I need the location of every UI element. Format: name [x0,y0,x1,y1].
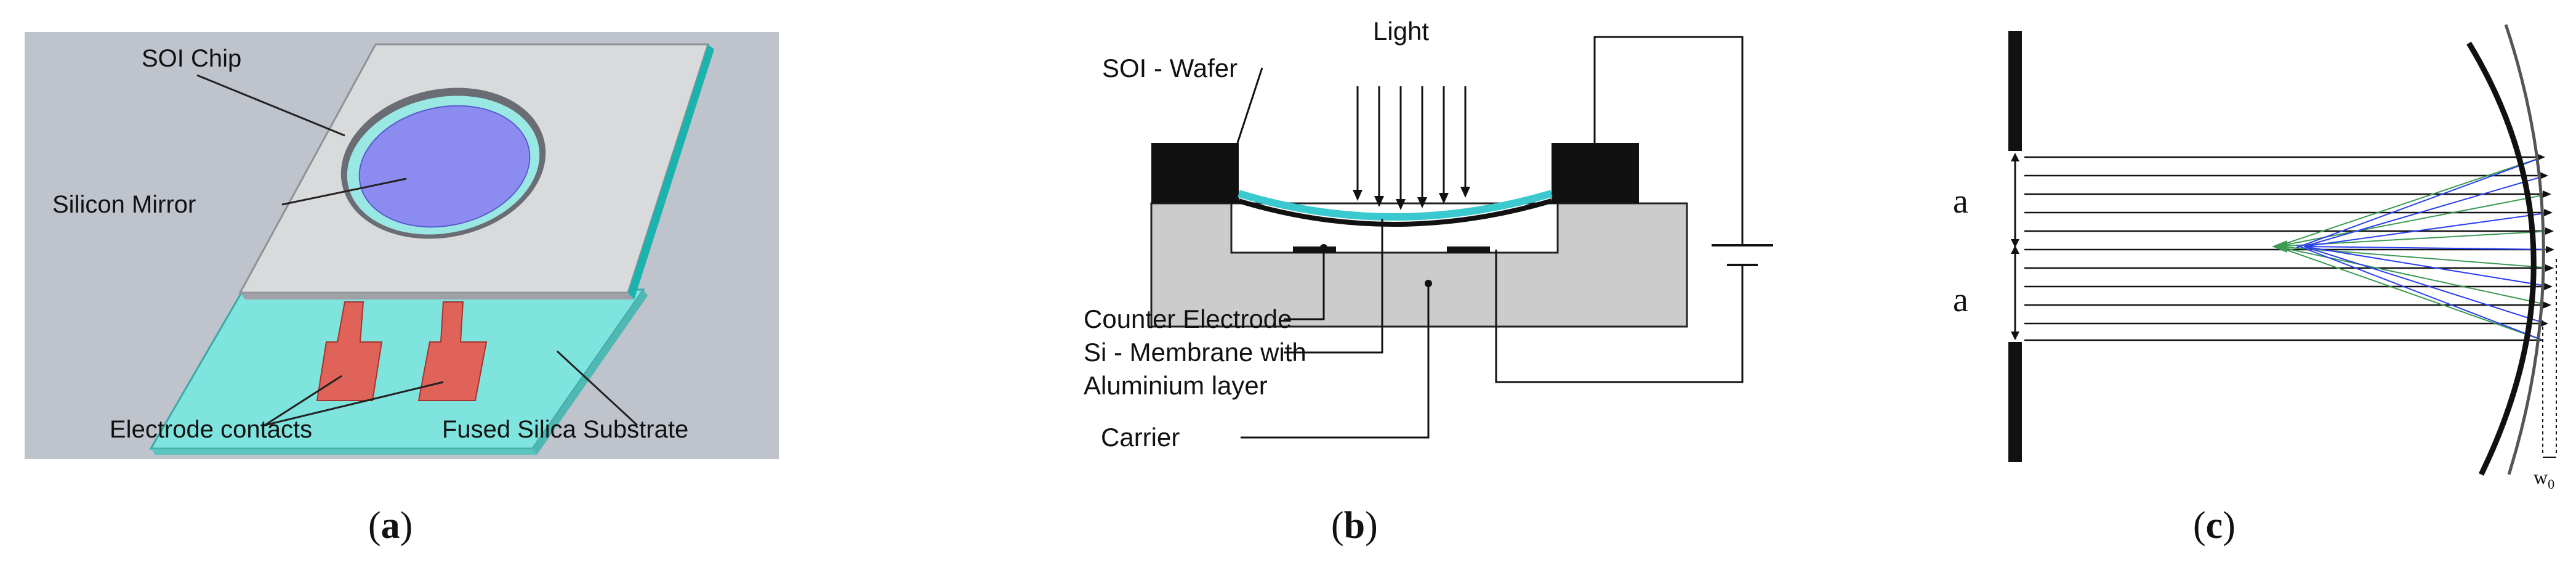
label-a-lower: a [1953,281,1968,319]
label-soi-wafer: SOI - Wafer [1102,54,1238,83]
counter-electrode-dot [1320,244,1327,251]
label-membrane-line1: Si - Membrane with [1084,338,1306,367]
circuit-wire-top [1593,36,1744,245]
panel-b: Light SOI - Wafer Counter Electrode Si -… [960,0,1847,570]
substrate-front-edge [151,449,537,455]
panel-a: SOI Chip Silicon Mirror Electrode contac… [0,0,794,570]
electrode-left [316,301,383,401]
reference-mirror [2504,24,2545,475]
leader-carrier [1241,283,1430,439]
soi-wafer-left [1151,143,1239,203]
chip-front-edge [240,293,634,299]
counter-electrode-right [1447,246,1490,253]
caption-c: (c) [2193,505,2236,547]
label-fused-silica: Fused Silica Substrate [442,416,688,443]
label-counter-electrode: Counter Electrode [1084,304,1292,333]
counter-electrode-left [1293,246,1336,253]
caption-b: (b) [1331,505,1378,547]
dimension-arrow-1 [2011,153,2019,161]
light-rays [1356,86,1467,206]
leader-counter-electrode [1284,248,1325,320]
label-membrane-line2: Aluminium layer [1084,371,1268,400]
panel-c: a a w0 (c) [1927,0,2576,570]
dimension-arrow-4 [2011,332,2019,340]
circuit-wire-bottom [1495,250,1744,383]
aperture-stop-top [2008,31,2022,151]
leader-contact-2 [264,381,444,426]
leader-chip [196,74,345,137]
deformed-mirror [2466,41,2537,476]
soi-chip-illustration: SOI Chip Silicon Mirror Electrode contac… [25,32,779,459]
leader-substrate [556,350,638,426]
leader-contact-1 [264,375,342,426]
substrate-edge [533,290,648,455]
membrane-aluminium [1238,190,1553,221]
membrane-cross-section: Light SOI - Wafer Counter Electrode Si -… [1084,17,1773,452]
dimension-arrow-2 [2011,239,2019,248]
dimension-arrow-3 [2011,245,2019,254]
caption-a: (a) [368,505,413,547]
carrier-dot [1425,280,1432,287]
label-silicon-mirror: Silicon Mirror [52,191,196,218]
label-light: Light [1373,17,1429,46]
electrode-right [417,301,488,401]
label-a-upper: a [1953,182,1968,221]
leader-wafer [1236,67,1263,144]
aperture-stop-bottom [2008,342,2022,462]
leader-membrane [1284,219,1383,354]
light-arrowheads [1353,187,1470,210]
incoming-rays [2024,156,2552,341]
mirror-ray-diagram: a a w0 [1953,24,2557,492]
reflected-rays-blue [2296,157,2553,341]
chip-right-edge [628,44,714,299]
membrane-silicon [1238,198,1553,227]
silicon-mirror [358,105,531,228]
soi-wafer-right [1552,143,1639,203]
label-carrier: Carrier [1101,423,1180,452]
focus-green-marker [2272,240,2287,253]
label-electrode-contacts: Electrode contacts [110,416,312,443]
label-waist: w0 [2534,466,2554,492]
label-soi-chip: SOI Chip [142,45,241,72]
leader-mirror [281,177,407,206]
